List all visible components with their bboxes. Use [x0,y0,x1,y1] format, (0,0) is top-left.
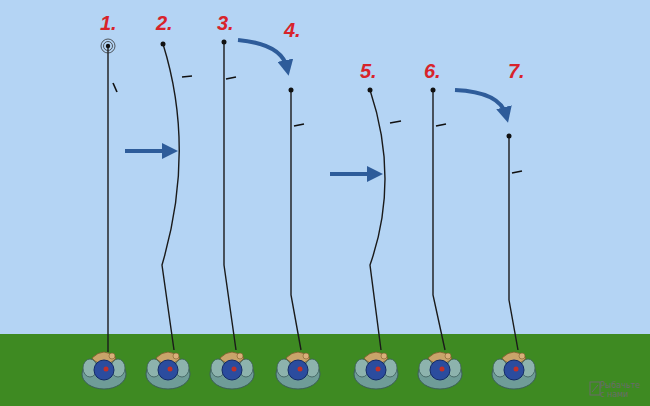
rod-tip [222,40,227,45]
arrow [125,149,170,153]
fisherman [354,352,398,389]
arrow [238,40,287,68]
watermark-icon [590,382,600,395]
callout-number: 4. [284,20,301,40]
bite-indicator [390,121,401,123]
callout-number: 5. [360,61,377,81]
bite-indicator [113,83,117,92]
arrow [455,90,506,115]
fisherman [82,352,126,389]
motion-arrows [125,40,506,174]
fisherman [418,352,462,389]
rod-line [107,46,108,352]
watermark: Рыбачьте с нами [600,382,646,400]
bite-indicator [226,77,236,79]
callout-number: 2. [156,13,173,33]
rod-line [370,90,385,350]
bite-indicator [182,76,192,77]
rod-tips [106,40,512,139]
rod-line [291,90,301,350]
rod-tip [106,44,110,48]
rod-tip [368,88,373,93]
bite-indicator [436,124,446,126]
rod-tip [507,134,512,139]
fisherman [492,352,536,389]
fisherman [276,352,320,389]
rods [108,42,518,352]
callout-number: 1. [100,13,117,33]
rod-tip [431,88,436,93]
ground [0,334,650,406]
arrow [330,172,375,176]
bite-indicator [294,124,304,126]
fisherman [210,352,254,389]
rod-tip [161,42,166,47]
fisherman [146,352,190,389]
rod-line [224,42,236,350]
rod-line [433,90,445,350]
rod-line [162,44,179,350]
sky [0,0,650,336]
bite-indicators [113,76,522,173]
bite-indicator [512,171,522,173]
callout-number: 6. [424,61,441,81]
ripples [101,39,115,53]
rod-tip [289,88,294,93]
callout-number: 3. [217,13,234,33]
rod-line [509,136,518,350]
callout-number: 7. [508,61,525,81]
fishermen [82,352,536,389]
